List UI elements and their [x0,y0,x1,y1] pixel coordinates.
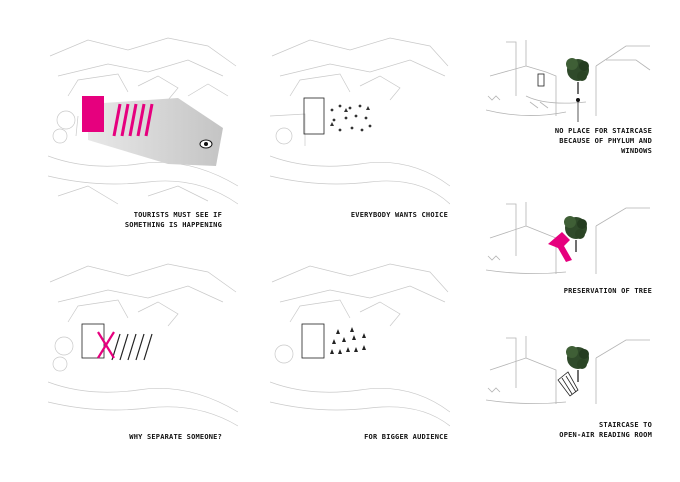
tree-icon-1 [566,58,589,94]
caption-reading-room-2: OPEN-AIR READING ROOM [559,431,652,439]
perspective-2 [486,202,650,274]
stripes-magenta [112,103,154,137]
panel-tree [486,200,652,276]
panel-separate [48,262,238,427]
sight-cone [88,98,223,166]
tree-icon-3 [566,346,589,382]
panel-no-staircase [486,36,652,122]
site-plan-3 [48,263,238,427]
panel-choice [270,36,450,206]
site-plan-2 [270,37,450,205]
eye-icon [199,139,213,149]
perspective-3 [486,336,650,404]
tree-icon-2 [564,216,587,252]
caption-no-staircase-3: WINDOWS [621,147,652,155]
caption-tourists-1: TOURISTS MUST SEE IF [133,211,222,219]
staircase-outline [557,371,579,397]
caption-tree: PRESERVATION OF TREE [563,287,652,295]
perspective-1 [486,40,651,122]
panel-reading-room [486,334,652,406]
staircase-magenta [548,232,572,262]
panel-tourists-view [48,36,238,206]
event-area-magenta [82,96,104,132]
caption-choice: EVERYBODY WANTS CHOICE [350,211,448,219]
caption-separate: WHY SEPARATE SOMEONE? [129,433,222,441]
site-plan-4 [270,263,450,427]
caption-tourists-2: SOMETHING IS HAPPENING [124,221,222,229]
caption-audience: FOR BIGGER AUDIENCE [364,433,448,441]
caption-no-staircase-1: NO PLACE FOR STAIRCASE [554,127,652,135]
site-plan-1 [48,37,238,205]
panel-audience [270,262,450,427]
caption-no-staircase-2: BECAUSE OF PHYLUM AND [559,137,652,145]
caption-reading-room-1: STAIRCASE TO [599,421,652,429]
